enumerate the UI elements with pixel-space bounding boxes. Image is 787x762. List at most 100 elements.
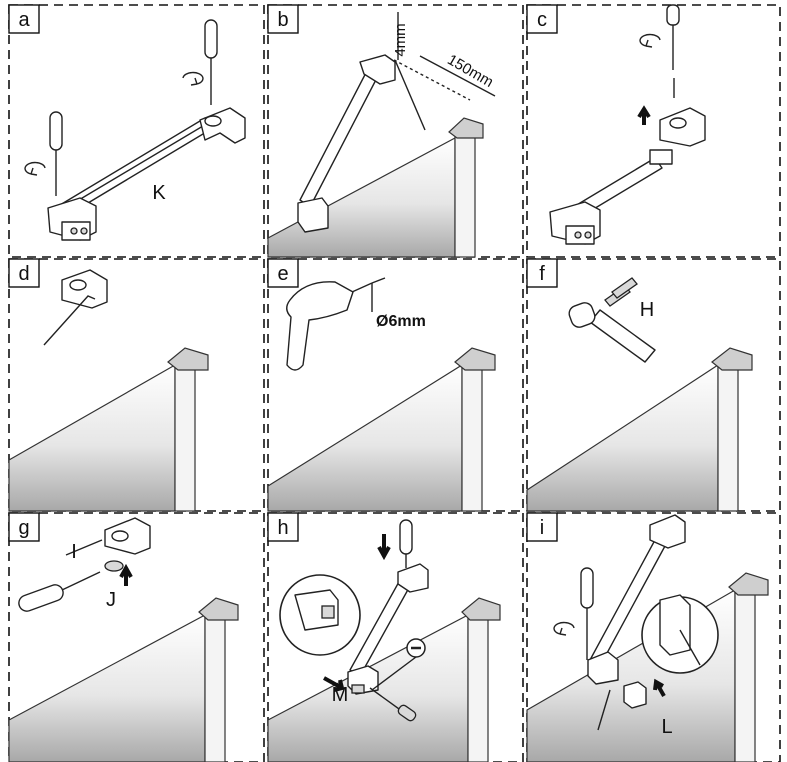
panel-tab [267,4,299,34]
rotate-arrow-icon [182,71,204,86]
wall-profile [204,609,226,762]
panel-g: g I J [8,512,265,762]
wall-profile [467,609,489,762]
panel-letter: d [18,263,29,285]
part-label-j: J [106,589,116,611]
profile-cap [711,347,753,371]
panel-tab [526,258,558,288]
screwdriver-icon [18,571,101,612]
arrow-icon [653,678,666,697]
part-label-k: K [152,182,166,204]
up-arrow-icon [637,105,651,125]
panel-letter: g [18,517,29,539]
end-cap-l [623,681,647,709]
wall-profile [461,359,483,512]
panel-letter: h [277,517,288,539]
glass-panel [526,363,719,512]
up-arrow-icon [119,563,133,586]
arrow-icon [323,676,345,692]
panel-frame [267,512,524,762]
screw [65,539,103,556]
panel-letter: e [277,263,288,285]
rotate-arrow-icon [553,621,575,636]
wall-plugs [604,277,638,307]
panel-c: c [526,4,781,258]
panel-tab [526,512,558,542]
detail-magnifier [641,594,719,674]
bar-end [649,149,673,165]
wall-bracket [199,107,246,144]
panel-frame [8,512,265,762]
panel-i: i L [526,512,781,762]
screwdriver-icon [399,519,413,568]
part-label-m: M [332,684,349,706]
panel-frame [8,4,265,258]
screwdriver-icon [204,19,218,105]
wall-bracket [104,517,151,555]
wall-bracket [61,269,108,309]
minus-circle-icon [406,638,426,658]
profile-cap [448,117,484,139]
hex-key-icon [369,687,417,722]
glass-panel [267,136,456,258]
screwdriver-icon [580,567,594,660]
panel-tab [8,4,40,34]
screwdriver-icon [666,4,680,70]
panel-h: h M [267,512,524,762]
panel-frame [526,512,781,762]
profile-cap [461,597,501,621]
panel-e: e Ø6mm [267,258,524,512]
wall-bracket [659,107,706,147]
part-label-h: H [640,299,654,321]
panel-b: b 4mm 150mm [267,4,524,258]
profile-cap [454,347,496,371]
panel-frame [526,4,781,258]
wall-profile [734,584,756,762]
wall-bracket [649,514,686,549]
glass-clamp [549,201,601,245]
panel-tab [267,258,299,288]
hex-key-icon [43,295,96,346]
drill-icon [286,277,386,371]
panel-letter: i [540,517,544,539]
dimension-150mm: 150mm [444,51,496,91]
wall-profile [454,129,476,258]
wall-bracket [359,54,396,85]
rotate-arrow-icon [24,161,46,176]
cover-cap [104,560,124,572]
glass-clamp [587,651,619,685]
drill-size-label: Ø6mm [376,313,426,330]
rotate-arrow-icon [639,33,661,48]
glass-panel [267,363,463,512]
wall-profile [174,359,196,512]
panel-d: d [8,258,265,512]
panel-letter: a [18,9,30,31]
spacer-m [351,684,365,694]
hammer-icon [568,302,656,363]
glass-clamp [297,197,329,233]
wall-profile [717,359,739,512]
glass-panel [8,613,206,762]
profile-cap [198,597,239,621]
profile-cap [728,572,769,596]
hex-key-icon [597,689,611,731]
panel-tab [8,258,40,288]
part-label-i: I [71,541,77,563]
down-arrow-icon [377,534,391,561]
panel-letter: b [277,9,288,31]
panel-letter: c [537,9,547,31]
panel-tab [8,512,40,542]
dimension-4mm: 4mm [392,23,409,56]
hex-key-icon [394,59,426,131]
glass-clamp [47,197,97,241]
detail-magnifier [279,574,361,656]
panel-f: f H [526,258,781,512]
wall-bracket [397,563,429,593]
panel-a: a K [8,4,265,258]
screwdriver-icon [49,111,63,196]
panel-tab [526,4,558,34]
profile-cap [167,347,209,371]
panel-letter: f [539,263,545,285]
part-label-l: L [661,716,672,738]
